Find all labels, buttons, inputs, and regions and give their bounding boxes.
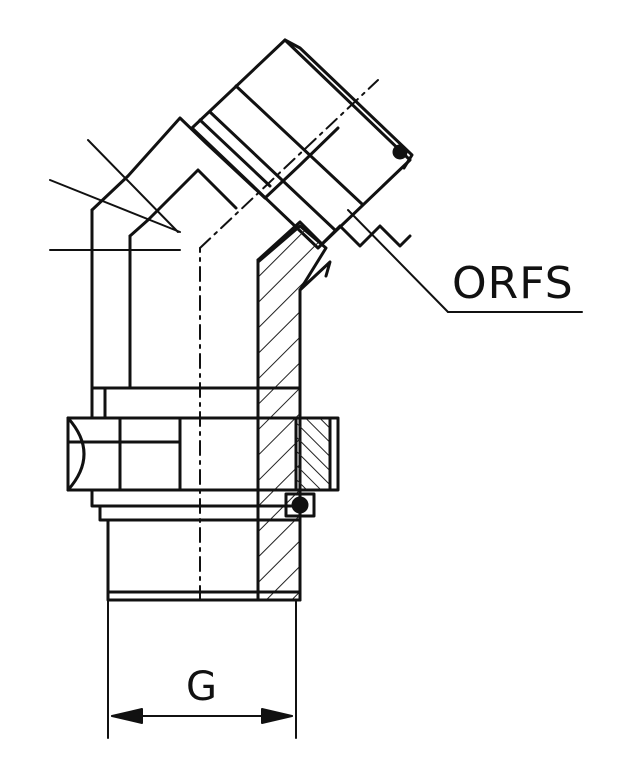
dimension-g-label: G [186, 664, 217, 710]
orfs-label: ORFS [452, 258, 574, 309]
orfs-leader-line [347, 209, 583, 313]
section-wall [256, 224, 328, 602]
centerline [199, 79, 379, 601]
nut-section [294, 416, 332, 492]
dimension-extension-lines [107, 599, 297, 739]
tube-end-sleeve [190, 38, 414, 250]
upper-left-construction-lines [49, 139, 181, 251]
dimension-line-g [111, 708, 293, 724]
threaded-stud [106, 518, 302, 602]
